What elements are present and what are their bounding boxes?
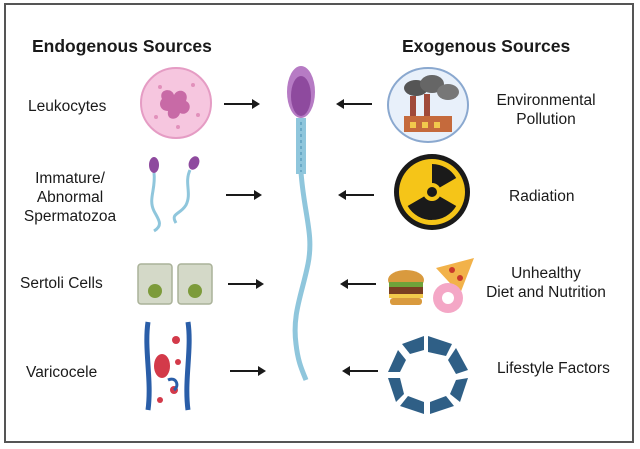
varicocele-icon	[144, 321, 192, 411]
pollution-label-line1: Environmental	[496, 92, 596, 109]
lifestyle-cycle-icon	[388, 336, 468, 414]
varicocele-label: Varicocele	[26, 364, 98, 381]
environmental-pollution-label: Environmental Pollution	[484, 91, 608, 129]
arrow-leukocytes	[224, 99, 260, 109]
radiation-icon	[394, 154, 470, 230]
exogenous-heading: Exogenous Sources	[402, 36, 571, 56]
diet-label-line2: Diet and Nutrition	[486, 284, 606, 301]
junk-food-icon	[388, 258, 474, 313]
abnormal-label-line2: Abnormal	[36, 189, 104, 206]
unhealthy-diet-label: Unhealthy Diet and Nutrition	[476, 264, 616, 302]
diet-label-line1: Unhealthy	[511, 265, 581, 282]
radiation-label: Radiation	[509, 188, 575, 205]
sperm-icon	[287, 66, 315, 381]
lifestyle-factors-label: Lifestyle Factors	[497, 360, 610, 377]
arrow-sertoli	[228, 279, 264, 289]
arrow-lifestyle	[342, 366, 378, 376]
pollution-label-line2: Pollution	[516, 111, 576, 128]
leukocytes-label: Leukocytes	[28, 98, 107, 115]
abnormal-spermatozoa-label: Immature/ Abnormal Spermatozoa	[18, 169, 122, 226]
leukocyte-icon	[140, 67, 212, 139]
arrow-varicocele	[230, 366, 266, 376]
abnormal-sperm-icon	[149, 156, 200, 233]
arrow-diet	[340, 279, 376, 289]
abnormal-label-line1: Immature/	[35, 170, 105, 187]
sertoli-cells-icon	[137, 263, 213, 305]
abnormal-label-line3: Spermatozoa	[23, 208, 117, 225]
sertoli-cells-label: Sertoli Cells	[20, 275, 103, 292]
arrow-pollution	[336, 99, 372, 109]
arrow-abnormal	[226, 190, 262, 200]
factory-pollution-icon	[387, 67, 469, 143]
figure-frame	[4, 3, 634, 443]
endogenous-heading: Endogenous Sources	[32, 36, 212, 56]
arrow-radiation	[338, 190, 374, 200]
